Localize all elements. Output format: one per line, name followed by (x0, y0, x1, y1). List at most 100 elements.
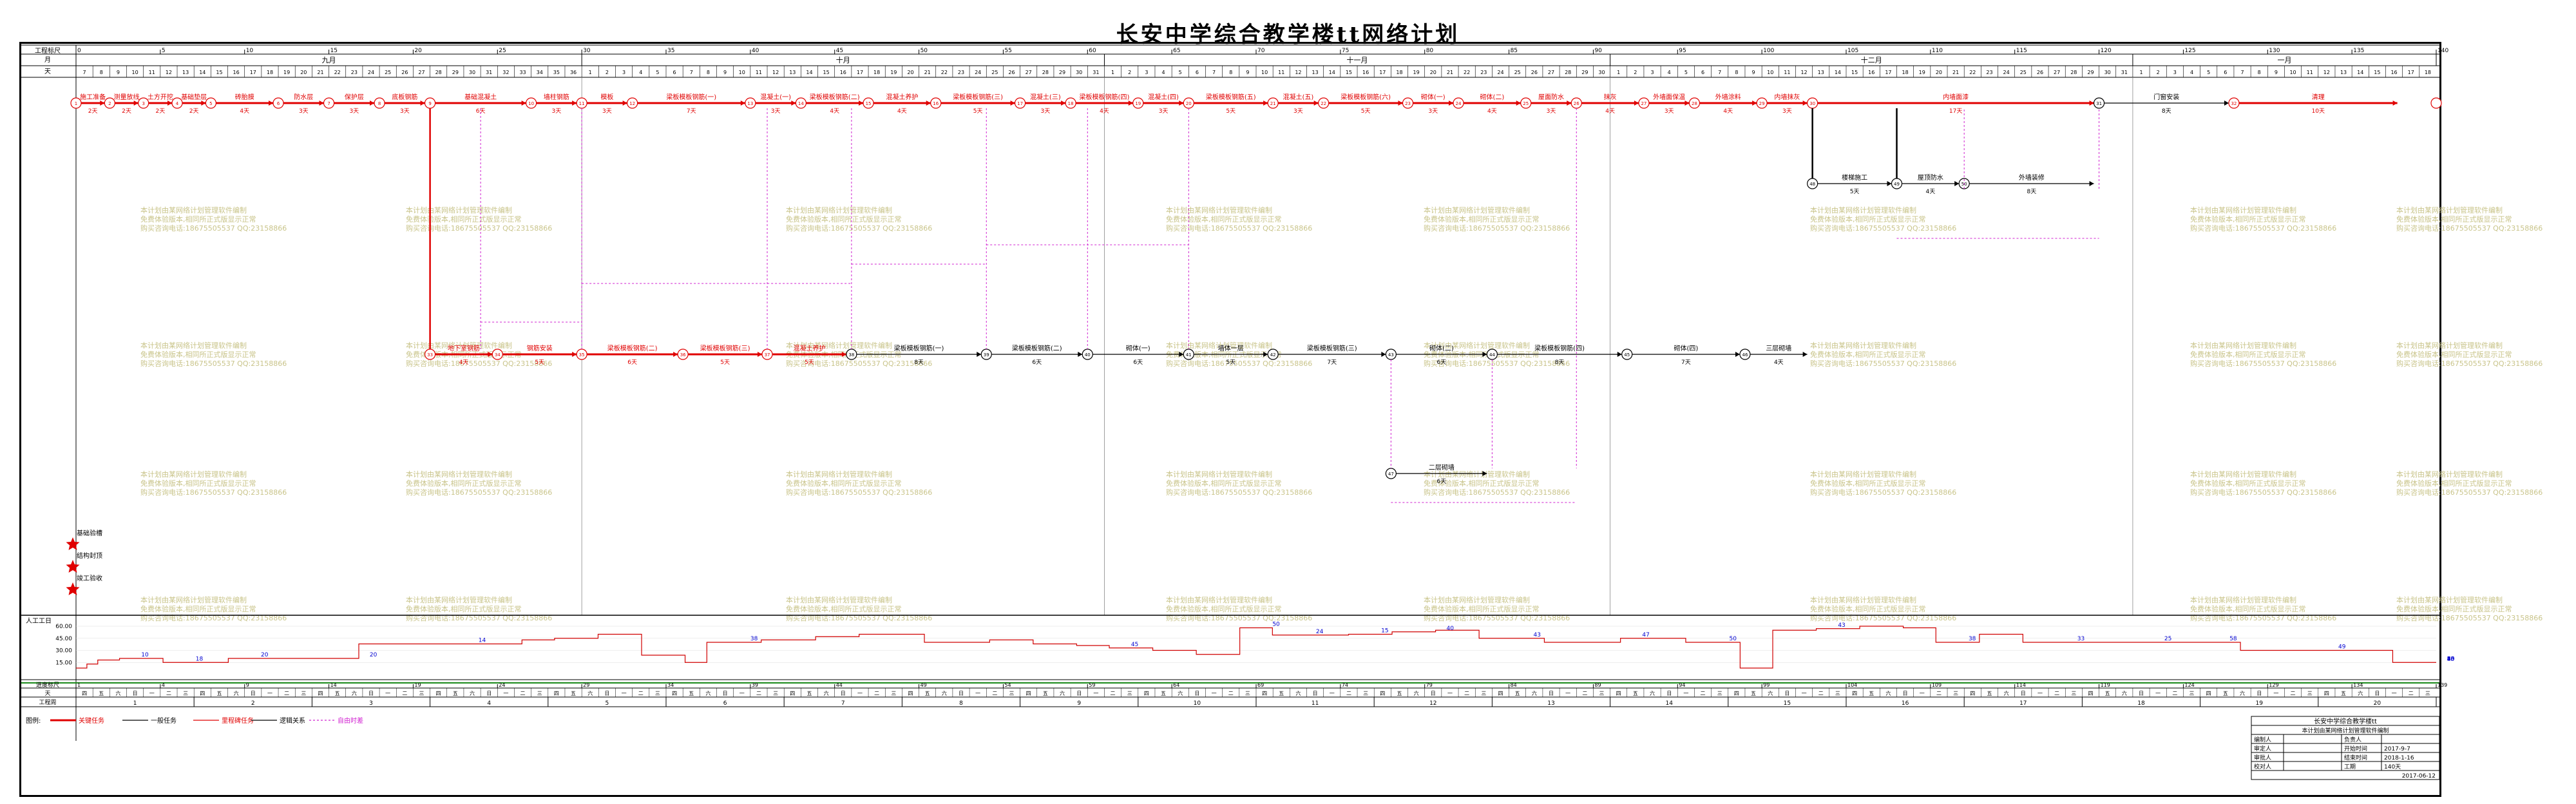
task-node (138, 97, 149, 109)
day-cell-label: 15 (1346, 70, 1352, 75)
watermark-line3: 购买咨询电话:18675505537 QQ:23158866 (1424, 613, 1570, 622)
task-arrowhead (1482, 471, 1487, 476)
watermark-line1: 本计划由某网络计划管理软件编制 (2396, 595, 2503, 604)
watermark-line1: 本计划由某网络计划管理软件编制 (1166, 341, 1272, 350)
task-label: 墙体一层 (1218, 344, 1244, 352)
watermark-line3: 购买咨询电话:18675505537 QQ:23158866 (406, 224, 552, 233)
watermark-line1: 本计划由某网络计划管理软件编制 (140, 341, 247, 350)
bottom-ruler-label: 59 (1089, 682, 1095, 688)
day-cell-label: 12 (2323, 70, 2330, 75)
info-table-header: 长安中学综合教学楼tt (2314, 717, 2377, 725)
watermark-line1: 本计划由某网络计划管理软件编制 (1810, 595, 1916, 604)
bottom-ruler-label: 9 (246, 682, 249, 688)
weekday-cell-label: 五 (2223, 691, 2228, 696)
watermark-line2: 免费体验版本,相同所正式版显示正常 (1166, 215, 1282, 224)
info-table-box (2251, 716, 2440, 780)
task-node (171, 97, 183, 109)
weekday-cell-label: 一 (857, 691, 863, 696)
info-table-cell: 开始时间 (2344, 745, 2367, 752)
weekday-cell-label: 四 (1380, 691, 1385, 696)
watermark-line3: 购买咨询电话:18675505537 QQ:23158866 (406, 488, 552, 497)
task-node (1756, 97, 1768, 109)
ruler-tick-label: 100 (1763, 48, 1774, 54)
watermark-line1: 本计划由某网络计划管理软件编制 (1166, 595, 1272, 604)
task-duration: 3天 (771, 108, 781, 115)
watermark-line2: 免费体验版本,相同所正式版显示正常 (786, 479, 902, 488)
task-node (1318, 97, 1330, 109)
weekday-cell-label: 三 (2307, 691, 2313, 696)
info-table-cell: 2017-9-7 (2384, 746, 2410, 752)
weekday-cell-label: 五 (1397, 691, 1402, 696)
task-node (1688, 97, 1701, 109)
week-label: 14 (1665, 700, 1673, 707)
watermark-line2: 免费体验版本,相同所正式版显示正常 (140, 604, 256, 613)
weekday-cell-label: 二 (520, 691, 526, 696)
watermark-line1: 本计划由某网络计划管理软件编制 (1810, 206, 1916, 215)
task-arrowhead (269, 100, 274, 106)
day-cell-label: 20 (1430, 70, 1436, 75)
task-node-number: 14 (798, 101, 804, 106)
task-duration: 3天 (1547, 108, 1556, 115)
week-label: 18 (2137, 700, 2145, 707)
task-node (272, 97, 284, 109)
task-label: 砌体(二) (1429, 345, 1454, 352)
day-cell-label: 21 (1447, 70, 1453, 75)
weekday-cell-label: 日 (251, 691, 256, 696)
task-duration: 7天 (1681, 359, 1691, 366)
weekday-cell-label: 一 (1565, 691, 1570, 696)
day-cell-label: 11 (1784, 70, 1790, 75)
day-cell-label: 34 (537, 70, 543, 75)
task-label: 清理 (2312, 93, 2325, 101)
day-cell-label: 2 (1128, 70, 1131, 75)
task-node-number: 34 (495, 352, 501, 358)
weekday-cell-label: 三 (1835, 691, 1840, 696)
task-node (1402, 97, 1414, 109)
day-cell-label: 30 (1598, 70, 1605, 75)
resource-y-tick: 15.00 (55, 660, 72, 666)
ruler-tick-label: 15 (330, 48, 338, 54)
weekday-cell-label: 三 (891, 691, 896, 696)
day-cell-label: 2 (606, 70, 609, 75)
day-cell-label: 35 (553, 70, 560, 75)
day-cell-label: 25 (2020, 70, 2027, 75)
task-node (627, 97, 638, 109)
day-cell-label: 1 (589, 70, 592, 75)
resource-value-label: 53 (2447, 656, 2454, 662)
task-arrowhead (1634, 100, 1639, 106)
week-label: 12 (1429, 700, 1436, 707)
task-arrowhead (521, 100, 526, 106)
bottom-ruler-label: 14 (330, 682, 337, 688)
task-label: 砌体(二) (1480, 93, 1504, 101)
task-arrowhead (1684, 100, 1690, 106)
watermark-line2: 免费体验版本,相同所正式版显示正常 (2396, 215, 2512, 224)
bottom-ruler-label: 54 (1004, 682, 1011, 688)
weekday-cell-label: 六 (824, 690, 829, 696)
weekday-cell-label: 六 (115, 690, 120, 696)
task-duration: 8天 (2027, 189, 2037, 195)
week-label: 20 (2374, 700, 2381, 707)
task-label: 梁板模板钢筋(三) (700, 344, 750, 352)
scale-row-label: 工程标尺 (35, 47, 61, 55)
ruler-tick-label: 0 (77, 48, 81, 54)
week-label: 5 (606, 700, 609, 707)
week-label: 2 (251, 700, 255, 707)
day-cell-label: 8 (707, 70, 710, 75)
task-duration: 4天 (1925, 189, 1935, 195)
task-label: 二层砌墙 (1429, 463, 1455, 472)
task-label: 梁板模板钢筋(六) (1340, 93, 1391, 101)
task-node (1065, 97, 1076, 109)
watermark-line2: 免费体验版本,相同所正式版显示正常 (1810, 350, 1926, 359)
day-cell-label: 13 (1312, 70, 1319, 75)
weekday-cell-label: 六 (1060, 690, 1065, 696)
day-cell-label: 31 (486, 70, 492, 75)
bottom-ruler-label: 104 (1847, 682, 1857, 688)
task-node-number: 5 (209, 101, 212, 106)
task-label: 墙柱钢筋 (544, 93, 569, 101)
task-label: 外墙装修 (2019, 173, 2045, 182)
task-arrowhead (791, 100, 796, 106)
weekday-cell-label: 四 (2206, 691, 2211, 696)
weekday-cell-label: 四 (1262, 691, 1267, 696)
task-node-number: 15 (866, 101, 872, 106)
task-duration: 4天 (830, 108, 839, 115)
weekday-cell-label: 日 (1549, 691, 1554, 696)
